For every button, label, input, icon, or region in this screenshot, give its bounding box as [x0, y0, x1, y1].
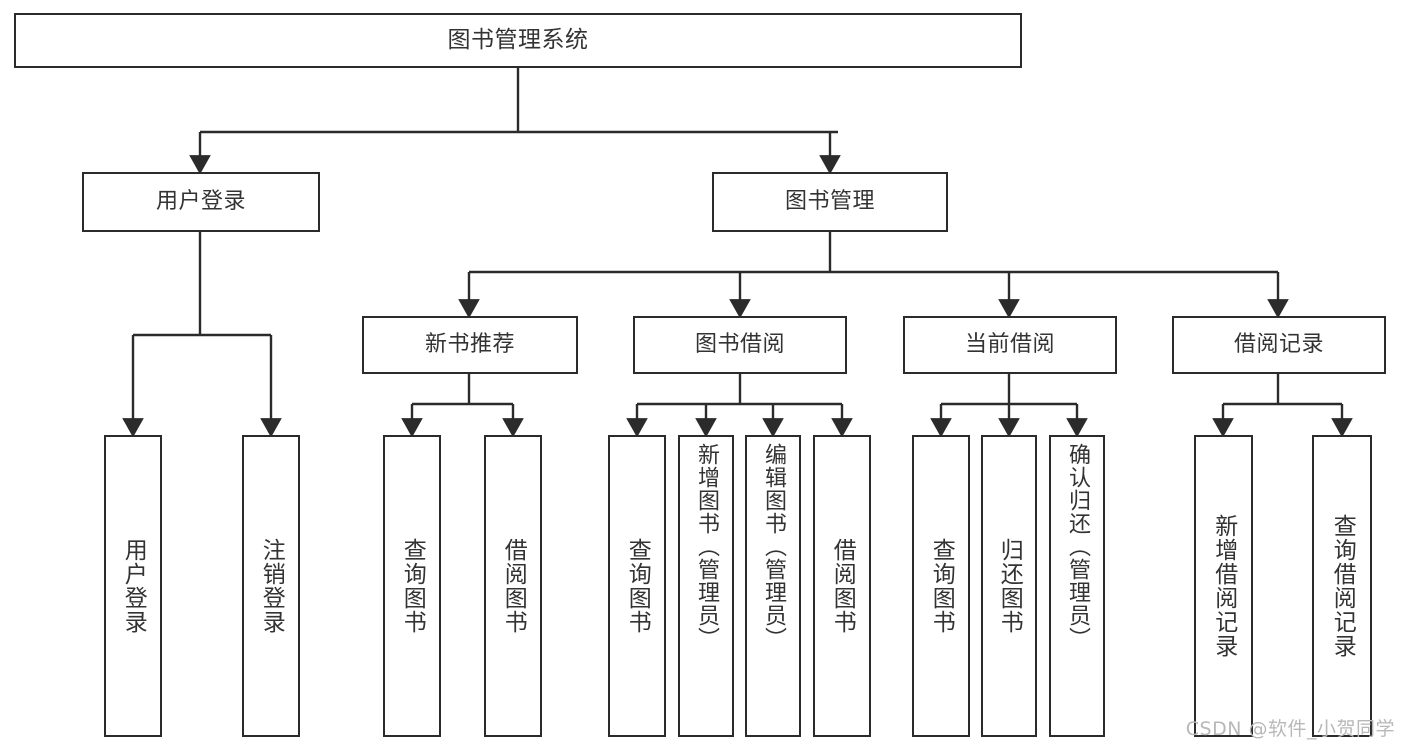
node-leaf-edit-book-label: 编辑图书（管理员） [761, 443, 786, 650]
node-leaf-query-book-2-label: 查询图书 [624, 538, 651, 634]
node-leaf-query-book-2[interactable]: 查询图书 [608, 435, 666, 737]
node-borrow-record-label: 借阅记录 [1233, 332, 1324, 357]
node-leaf-query-book-3[interactable]: 查询图书 [912, 435, 970, 737]
node-leaf-add-book-label: 新增图书（管理员） [694, 443, 719, 650]
node-leaf-query-book-1[interactable]: 查询图书 [383, 435, 441, 737]
node-root[interactable]: 图书管理系统 [14, 13, 1022, 68]
node-leaf-return-book-label: 归还图书 [996, 538, 1023, 634]
node-root-label: 图书管理系统 [447, 27, 589, 53]
node-leaf-query-record-label: 查询借阅记录 [1329, 514, 1356, 658]
node-leaf-query-record[interactable]: 查询借阅记录 [1312, 435, 1372, 737]
node-leaf-query-book-1-label: 查询图书 [399, 538, 426, 634]
node-leaf-edit-book[interactable]: 编辑图书（管理员） [745, 435, 801, 737]
node-user-login-label: 用户登录 [155, 189, 246, 214]
node-new-book-recommend[interactable]: 新书推荐 [362, 316, 578, 374]
node-leaf-borrow-book-1-label: 借阅图书 [500, 538, 527, 634]
node-leaf-add-record-label: 新增借阅记录 [1210, 514, 1237, 658]
watermark-text: CSDN @软件_小贺同学 [1185, 718, 1395, 740]
node-leaf-borrow-book-2[interactable]: 借阅图书 [813, 435, 871, 737]
node-leaf-add-record[interactable]: 新增借阅记录 [1194, 435, 1253, 737]
node-leaf-borrow-book-2-label: 借阅图书 [829, 538, 856, 634]
node-current-borrow[interactable]: 当前借阅 [903, 316, 1117, 374]
node-leaf-user-login-label: 用户登录 [120, 538, 147, 634]
node-leaf-user-login[interactable]: 用户登录 [104, 435, 162, 737]
node-book-manage[interactable]: 图书管理 [712, 172, 948, 232]
node-leaf-return-book[interactable]: 归还图书 [981, 435, 1037, 737]
node-borrow-record[interactable]: 借阅记录 [1172, 316, 1386, 374]
node-new-book-recommend-label: 新书推荐 [424, 332, 515, 357]
node-current-borrow-label: 当前借阅 [964, 332, 1055, 357]
node-book-borrow-label: 图书借阅 [694, 332, 785, 357]
node-book-manage-label: 图书管理 [784, 189, 875, 214]
node-leaf-logout-label: 注销登录 [258, 538, 285, 634]
node-leaf-add-book[interactable]: 新增图书（管理员） [678, 435, 734, 737]
node-user-login[interactable]: 用户登录 [82, 172, 320, 232]
node-leaf-confirm-return[interactable]: 确认归还（管理员） [1049, 435, 1105, 737]
node-leaf-query-book-3-label: 查询图书 [928, 538, 955, 634]
node-book-borrow[interactable]: 图书借阅 [633, 316, 847, 374]
node-leaf-confirm-return-label: 确认归还（管理员） [1065, 443, 1090, 650]
node-leaf-borrow-book-1[interactable]: 借阅图书 [484, 435, 542, 737]
node-leaf-logout[interactable]: 注销登录 [242, 435, 300, 737]
